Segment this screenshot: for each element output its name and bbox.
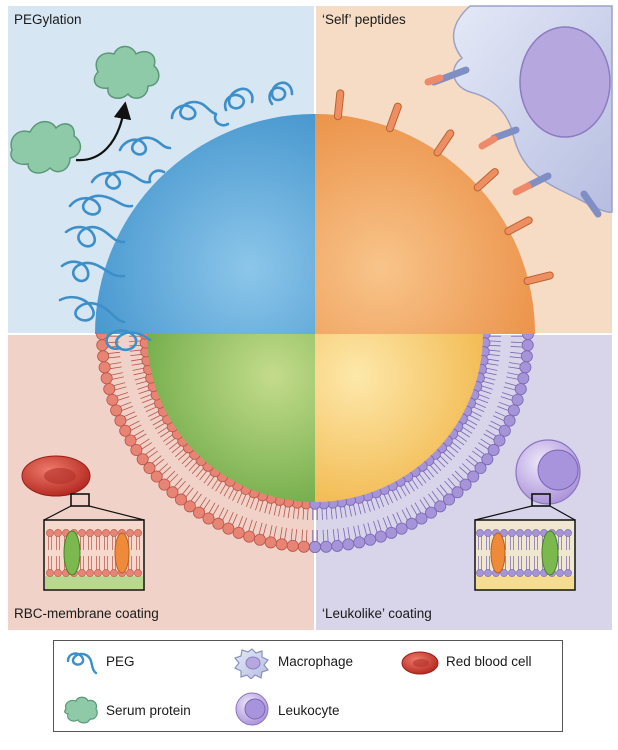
- macrophage-icon: [234, 648, 270, 679]
- nanoparticle-leukolike-quadrant: [315, 334, 483, 502]
- leukocyte-icon: [235, 692, 269, 726]
- serum-protein-icon: [64, 696, 98, 724]
- macrophage-cell: [424, 5, 613, 218]
- nanoparticle-peg-quadrant: [95, 114, 315, 334]
- label-pegylation: PEGylation: [14, 12, 82, 27]
- red-blood-cell-icon: [401, 651, 439, 675]
- nanoparticle: [95, 114, 535, 502]
- serum-protein-repelled: [93, 45, 160, 99]
- legend-label-leukocyte: Leukocyte: [278, 703, 340, 718]
- legend-label-macrophage: Macrophage: [278, 654, 354, 669]
- macrophage-nucleus: [519, 26, 611, 138]
- repulsion-arrow: [75, 101, 132, 162]
- self-peptides: [333, 89, 554, 286]
- peg-chains: [58, 81, 294, 352]
- legend: PEG Serum protein Macrophage Leukocyte R…: [53, 640, 563, 732]
- legend-label-red-blood-cell: Red blood cell: [446, 654, 532, 669]
- legend-label-serum-protein: Serum protein: [106, 703, 191, 718]
- label-rbc-membrane-coating: RBC-membrane coating: [14, 606, 159, 621]
- rbc-membrane-bilayer: [96, 327, 321, 554]
- label-self-peptides: ‘Self’ peptides: [322, 12, 406, 27]
- label-leukolike-coating: ‘Leukolike’ coating: [322, 606, 432, 621]
- leukocyte-cell: [515, 439, 581, 505]
- serum-protein-bound: [10, 120, 82, 174]
- red-blood-cell: [21, 455, 91, 497]
- legend-label-peg: PEG: [106, 654, 135, 669]
- macrophage-receptors: [424, 66, 602, 218]
- nanoparticle-self-peptide-quadrant: [315, 114, 535, 334]
- nanoparticle-rbc-quadrant: [147, 334, 315, 502]
- peg-icon: [66, 652, 98, 675]
- leukocyte-membrane-inset: [474, 493, 576, 591]
- rbc-membrane-inset: [43, 493, 145, 591]
